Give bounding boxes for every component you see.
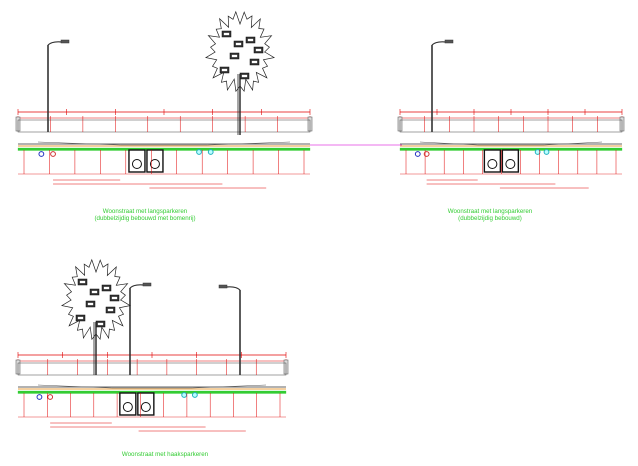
sewer-pipe [131, 159, 142, 169]
caption-section-b: Woonstraat met langsparkeren (dubbelzijd… [420, 208, 560, 222]
section-a [15, 109, 313, 189]
utility-pipe-cyan [534, 149, 541, 155]
sewer-pipe [122, 402, 133, 412]
utility-pipe-cyan [196, 149, 202, 155]
tree-leaf-highlight [223, 32, 230, 36]
caption-a-line2: (dubbelzijdig bebouwd met bomenrij) [94, 215, 196, 222]
lamp-arm [129, 284, 145, 289]
sewer-pipe [149, 159, 160, 169]
caption-b-line1: Woonstraat met langsparkeren [447, 208, 533, 215]
tree-leaf-highlight [221, 68, 228, 72]
utility-pipe-red [423, 151, 430, 157]
tree-leaf-highlight [111, 296, 118, 300]
street-lamp-c2 [218, 284, 241, 375]
caption-section-a: Woonstraat met langsparkeren (dubbelzijd… [60, 208, 230, 222]
green-strip [17, 147, 311, 151]
street-level-band [17, 362, 287, 376]
lamp-arm [225, 286, 241, 291]
tree-leaf-highlight [87, 302, 94, 306]
road-profile [419, 141, 603, 146]
utility-pipe-red [50, 151, 56, 157]
caption-b-line2: (dubbelzijdig bebouwd) [458, 215, 522, 222]
caption-c-line1: Woonstraat met haaksparkeren [121, 451, 209, 458]
tree-a [204, 10, 276, 135]
utility-pipe-cyan [191, 392, 198, 398]
tree-leaf-highlight [231, 54, 238, 58]
caption-section-c: Woonstraat met haaksparkeren [90, 451, 240, 458]
street-lamp-b [431, 39, 454, 132]
tree-leaf-highlight [251, 60, 258, 64]
tree-leaf-highlight [247, 38, 254, 42]
lamp-head [218, 284, 228, 289]
utility-pipe-blue [36, 394, 43, 400]
street-level-band [399, 119, 623, 133]
sewer-pipe [140, 402, 151, 412]
utility-pipe-blue [38, 151, 45, 157]
tree-crown-outline [204, 10, 276, 93]
tree-leaf-highlight [241, 74, 248, 78]
tree-crown-outline [60, 258, 132, 341]
utility-pipe-red [47, 394, 54, 400]
utility-pipe-cyan [207, 149, 214, 155]
road-profile [37, 141, 291, 146]
road-profile [37, 384, 267, 389]
tree-leaf-highlight [107, 308, 114, 312]
lamp-arm [431, 41, 447, 46]
tree-leaf-highlight [103, 286, 110, 290]
sewer-pipe [487, 159, 498, 169]
lamp-head [444, 39, 454, 44]
street-level-band [17, 119, 311, 133]
tree-leaf-highlight [79, 280, 86, 284]
lamp-head [60, 39, 70, 44]
street-lamp-c1 [129, 282, 152, 375]
tree-leaf-highlight [77, 316, 84, 320]
section-b [397, 109, 625, 189]
utility-pipe-cyan [543, 149, 550, 155]
tree-leaf-highlight [91, 290, 98, 294]
sewer-pipe [505, 159, 516, 169]
utility-pipe-blue [414, 151, 421, 157]
tree-leaf-highlight [255, 48, 262, 52]
tree-c [60, 258, 132, 375]
caption-a-line1: Woonstraat met langsparkeren [102, 208, 188, 215]
tree-leaf-highlight [97, 322, 104, 326]
lamp-head [142, 282, 152, 287]
section-c [15, 352, 289, 432]
street-lamp-a [47, 39, 70, 132]
utility-pipe-cyan [181, 392, 188, 398]
lamp-arm [47, 41, 63, 46]
tree-leaf-highlight [235, 42, 242, 46]
